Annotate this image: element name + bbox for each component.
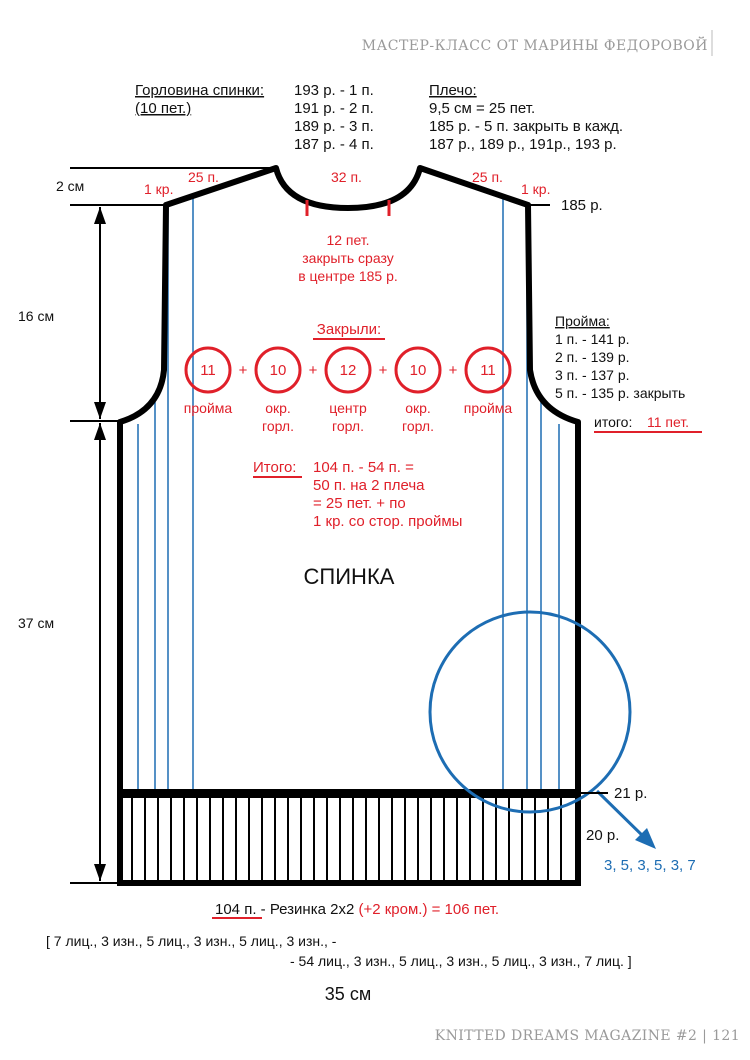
dim-37cm: 37 см — [18, 615, 54, 631]
closed-circle-label: пройма — [184, 400, 233, 416]
neckline-row: 193 р. - 1 п. — [294, 82, 374, 99]
shoulder-title: Плечо: — [429, 82, 477, 99]
label-left-25: 25 п. — [188, 169, 219, 185]
closed-circle — [184, 346, 232, 394]
top-labels: 25 п. 1 кр. 32 п. 25 п. 1 кр. 185 р. — [144, 169, 603, 214]
rib-band — [117, 792, 581, 886]
rib-lines — [131, 798, 562, 880]
neckline-row: 189 р. - 3 п. — [294, 118, 374, 135]
total-line: 104 п. - 54 п. = — [313, 459, 414, 476]
shoulder-line: 9,5 см = 25 пет. — [429, 100, 535, 117]
plus-sign: + — [309, 362, 318, 379]
header-title: МАСТЕР-КЛАСС ОТ МАРИНЫ ФЕДОРОВОЙ — [362, 35, 708, 54]
neckline-row: 191 р. - 2 п. — [294, 100, 374, 117]
armhole-total-label: итого: — [594, 414, 632, 430]
shoulder-line: 187 р., 189 р., 191р., 193 р. — [429, 136, 617, 153]
closed-circle-label: окр. — [405, 400, 431, 416]
armhole-row: 1 п. - 141 р. — [555, 331, 630, 347]
arrow-head — [94, 402, 106, 419]
closed-circle-label: окр. — [265, 400, 291, 416]
label-right-1kr: 1 кр. — [521, 181, 550, 197]
zoom-arrow-head — [635, 828, 656, 849]
closed-circle-label: горл. — [402, 418, 434, 434]
closed-circle-label: горл. — [332, 418, 364, 434]
dimension-arrows — [94, 207, 106, 881]
zoom-circle — [428, 610, 632, 814]
armhole-row: 5 п. - 135 р. закрыть — [555, 385, 685, 401]
arrow-head — [94, 423, 106, 440]
closed-title: Закрыли: — [317, 321, 381, 338]
rib-row-20: 20 р. — [586, 827, 619, 844]
arrow-head — [94, 864, 106, 881]
pattern-line-2: - 54 лиц., 3 изн., 5 лиц., 3 изн., 5 лиц… — [290, 953, 632, 969]
footer-text: KNITTED DREAMS MAGAZINE #2 | 121 — [435, 1028, 740, 1044]
neckline-title: Горловина спинки: — [135, 82, 264, 99]
center-close-line: закрыть сразу — [302, 250, 393, 266]
closed-circle-label: пройма — [464, 400, 513, 416]
total-line: 1 кр. со стор. проймы — [313, 513, 462, 530]
total-label: Итого: — [253, 459, 296, 476]
shoulder-block: Плечо: 9,5 см = 25 пет. 185 р. - 5 п. за… — [429, 82, 623, 153]
armhole-row: 2 п. - 139 р. — [555, 349, 630, 365]
zoom-arrow-line — [595, 789, 649, 842]
label-right-25: 25 п. — [472, 169, 503, 185]
neckline-block: Горловина спинки: (10 пет.) 193 р. - 1 п… — [135, 82, 374, 153]
closed-circle-label: центр — [329, 400, 367, 416]
closed-circle — [394, 346, 442, 394]
rib-row-21: 21 р. — [614, 785, 647, 802]
closed-circle-value: 12 — [340, 362, 357, 379]
closed-circle-value: 10 — [410, 362, 427, 379]
rib-description: 104 п. - Резинка 2х2 (+2 кром.) = 106 пе… — [215, 901, 499, 918]
back-piece-outline — [117, 165, 581, 795]
closed-circle — [324, 346, 372, 394]
arrow-head — [94, 207, 106, 224]
neckline-subtitle: (10 пет.) — [135, 100, 191, 117]
plus-sign: + — [379, 362, 388, 379]
dim-2cm: 2 см — [56, 178, 84, 194]
total-line: 50 п. на 2 плеча — [313, 477, 425, 494]
bottom-block: 104 п. - Резинка 2х2 (+2 кром.) = 106 пе… — [46, 901, 632, 969]
closed-circle — [254, 346, 302, 394]
piece-title: СПИНКА — [304, 564, 395, 589]
closed-circle-value: 11 — [480, 362, 496, 379]
center-close-line: 12 пет. — [326, 232, 369, 248]
armhole-total-value: 11 пет. — [647, 414, 689, 430]
closed-circle-label: горл. — [262, 418, 294, 434]
center-close-markers — [305, 200, 391, 216]
armhole-block: Пройма: 1 п. - 141 р. 2 п. - 139 р. 3 п.… — [555, 313, 702, 433]
armhole-title: Пройма: — [555, 313, 610, 329]
plus-sign: + — [449, 362, 458, 379]
dimension-lines — [70, 167, 276, 884]
closed-circle — [464, 346, 512, 394]
label-center-32: 32 п. — [331, 169, 362, 185]
pattern-line-1: [ 7 лиц., 3 изн., 5 лиц., 3 изн., 5 лиц.… — [46, 933, 337, 949]
neckline-row: 187 р. - 4 п. — [294, 136, 374, 153]
shoulder-line: 185 р. - 5 п. закрыть в кажд. — [429, 118, 623, 135]
closed-block: Закрыли: — [313, 321, 385, 340]
armhole-row: 3 п. - 137 р. — [555, 367, 630, 383]
plus-sign: + — [239, 362, 248, 379]
closed-circle-value: 11 — [200, 362, 216, 379]
dim-16cm: 16 см — [18, 308, 54, 324]
closed-circles: 11 пройма +10 окр. горл. +12 центр горл. +10 окр.… — [184, 346, 513, 434]
center-close-line: в центре 185 р. — [298, 268, 398, 284]
total-line: = 25 пет. + по — [313, 495, 406, 512]
label-left-1kr: 1 кр. — [144, 181, 173, 197]
rib-sequence: 3, 5, 3, 5, 3, 7 — [604, 857, 696, 874]
rib-desc-red: (+2 кром.) = 106 пет. — [358, 901, 499, 918]
dim-35cm: 35 см — [325, 984, 371, 1004]
closed-circle-value: 10 — [270, 362, 287, 379]
total-block: Итого: 104 п. - 54 п. = 50 п. на 2 плеча… — [253, 459, 462, 530]
label-row-185: 185 р. — [561, 197, 603, 214]
rib-count: 104 п. — [215, 901, 256, 918]
center-close-block: 12 пет. закрыть сразу в центре 185 р. — [298, 232, 398, 284]
rib-desc-black: - Резинка 2х2 — [256, 901, 358, 918]
